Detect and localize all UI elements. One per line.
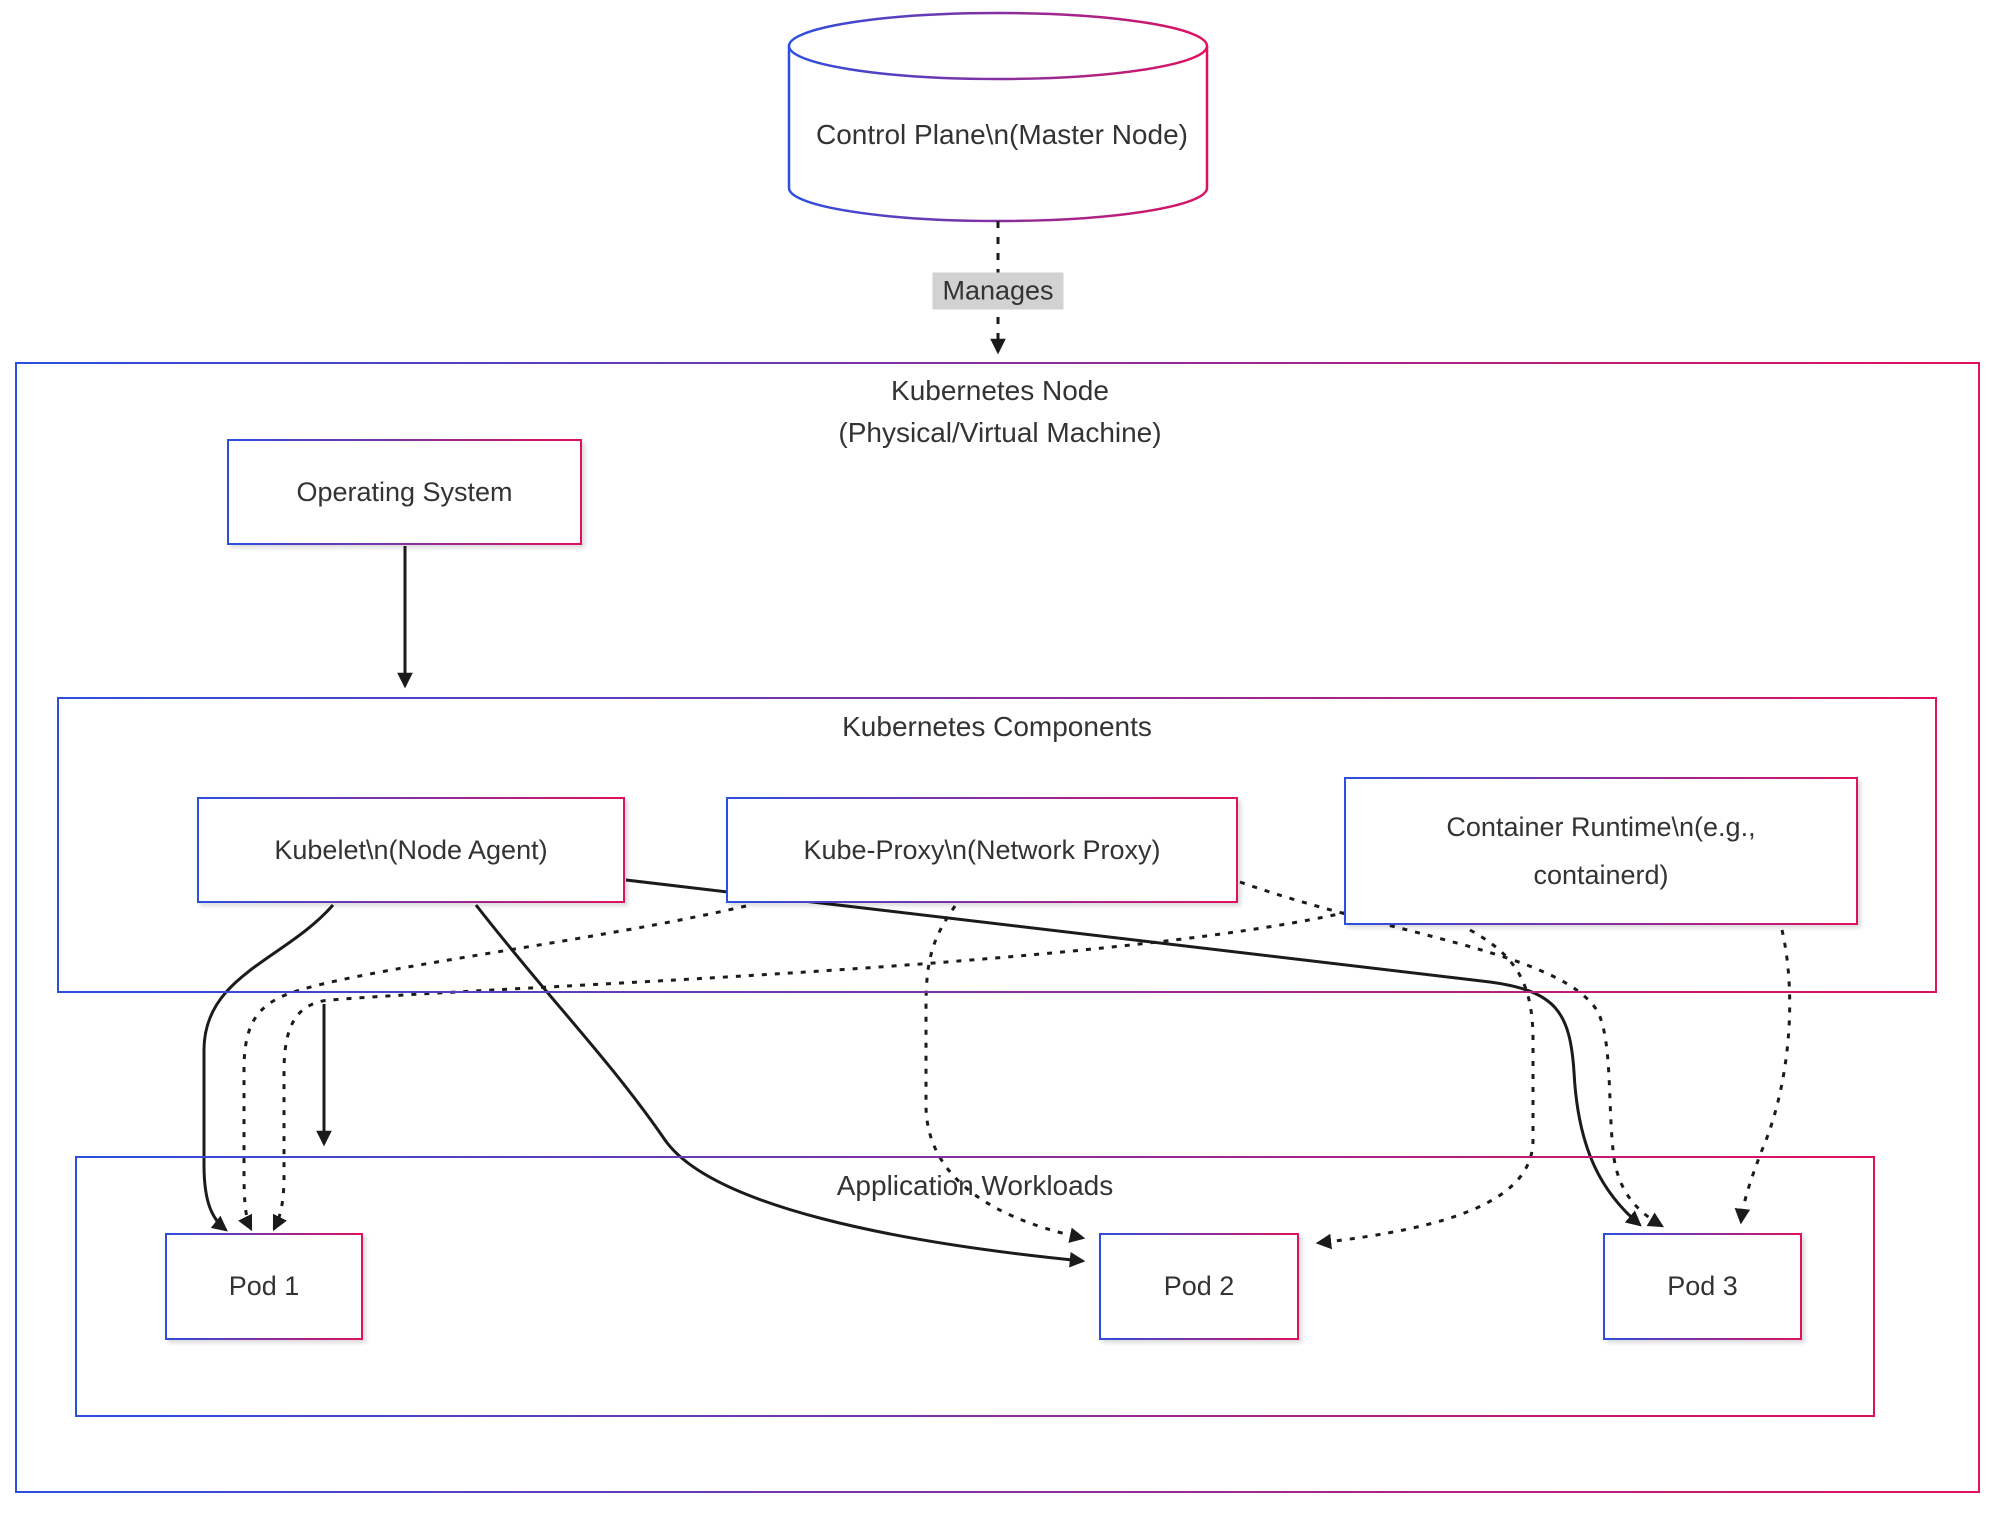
application-workloads-title: Application Workloads <box>836 1170 1114 1201</box>
pod-3-node <box>1603 1233 1802 1340</box>
kubernetes-components-title: Kubernetes Components <box>842 711 1152 742</box>
kubelet-node <box>197 797 625 903</box>
application-workloads-box <box>75 1156 1875 1417</box>
operating-system-node <box>227 439 582 545</box>
pod-2-node <box>1099 1233 1299 1340</box>
kube-proxy-node <box>726 797 1238 903</box>
manages-edge-label: Manages <box>932 272 1064 310</box>
pod-1-node <box>165 1233 363 1340</box>
kubernetes-node-title: Kubernetes Node (Physical/Virtual Machin… <box>838 370 1161 454</box>
control-plane-cylinder <box>787 11 1209 223</box>
kubernetes-node-title-line1: Kubernetes Node <box>891 375 1109 406</box>
container-runtime-node <box>1344 777 1858 925</box>
kubernetes-node-title-line2: (Physical/Virtual Machine) <box>838 417 1162 448</box>
